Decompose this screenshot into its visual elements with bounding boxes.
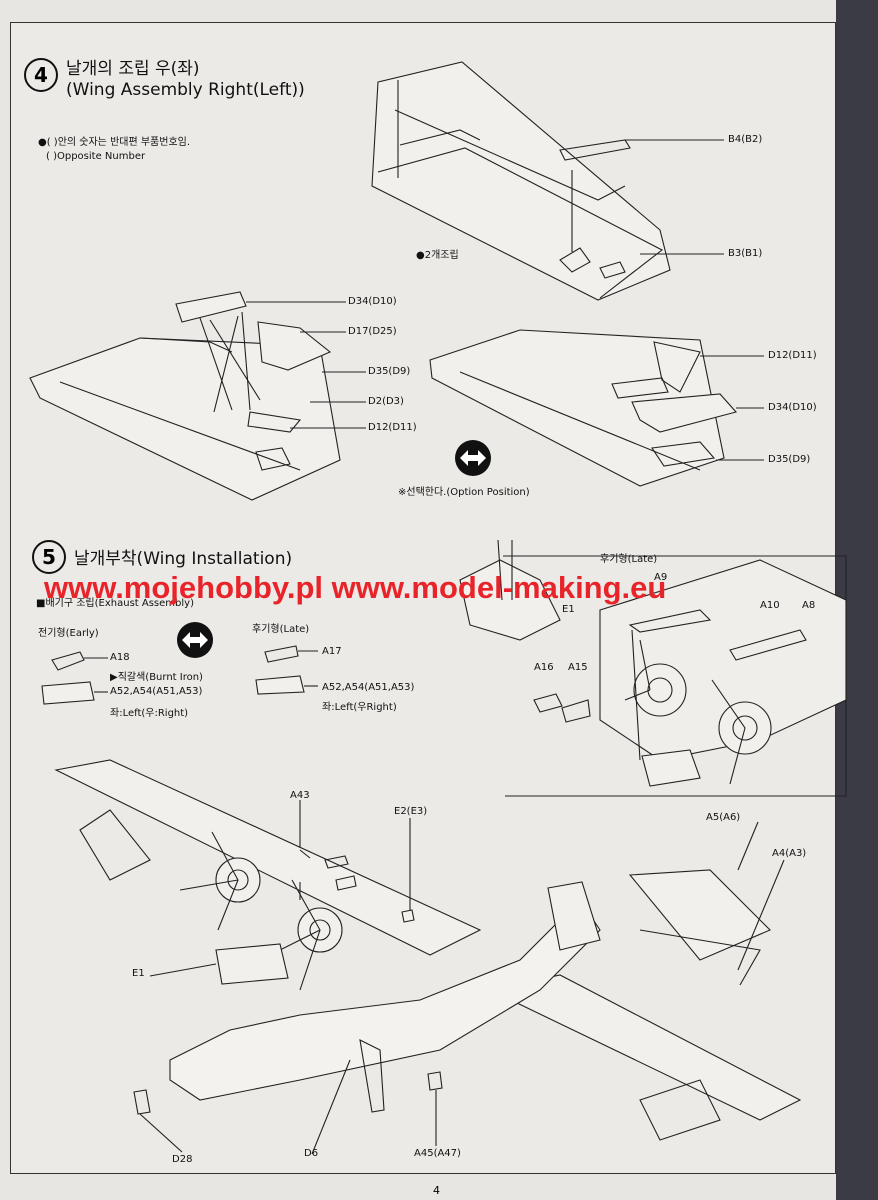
part-label-d35-left: D35(D9) [368,366,411,377]
part-label-b3: B3(B1) [728,248,763,259]
part-label-d17: D17(D25) [348,326,397,337]
inset-part-a10: A10 [760,600,780,611]
left-right-note-early: 좌:Left(우:Right) [110,708,189,719]
step-4-title-korean: 날개의 조립 우(좌) [66,59,200,79]
part-label-d34-right: D34(D10) [768,402,817,413]
inset-late-label: 후기형(Late) [600,554,658,565]
step-4-note-english: ( )Opposite Number [46,151,146,162]
watermark: www.mojehobby.pl www.model-making.eu [44,570,667,605]
step-5-title: 날개부착(Wing Installation) [74,549,293,569]
part-label-a45: A45(A47) [414,1148,461,1159]
left-right-note-late: 좌:Left(우Right) [322,702,397,713]
part-label-d6: D6 [304,1148,319,1159]
part-label-e1-main: E1 [132,968,145,979]
paint-note-burnt-iron: ▶직갈색(Burnt Iron) [110,672,203,683]
inset-part-a16: A16 [534,662,554,673]
part-label-d12-left: D12(D11) [368,422,417,433]
inset-part-a8: A8 [802,600,816,611]
late-type-label: 후기형(Late) [252,624,310,635]
assembly-count-note: ●2개조립 [416,250,459,261]
part-label-d35-right: D35(D9) [768,454,811,465]
part-label-d2: D2(D3) [368,396,404,407]
inset-part-e1: E1 [562,604,575,615]
exhaust-assembly-subtitle: ■배기구 조립(Exhaust Assembly) [36,598,194,609]
part-label-a4: A4(A3) [772,848,807,859]
part-label-a18: A18 [110,652,130,663]
step-4-title-english: (Wing Assembly Right(Left)) [66,80,305,100]
step-5-number: 5 [32,540,66,574]
page-number: 4 [433,1184,440,1197]
part-label-b4: B4(B2) [728,134,763,145]
early-type-label: 전기형(Early) [38,628,99,639]
inset-part-a9: A9 [654,572,668,583]
part-label-a17: A17 [322,646,342,657]
part-label-a5: A5(A6) [706,812,741,823]
inset-part-a15: A15 [568,662,588,673]
part-label-d28: D28 [172,1154,193,1165]
part-label-d12-right: D12(D11) [768,350,817,361]
step-4-number: 4 [24,58,58,92]
part-label-d34-left: D34(D10) [348,296,397,307]
part-label-a52-early: A52,A54(A51,A53) [110,686,203,697]
part-label-e2: E2(E3) [394,806,428,817]
step-4-note-korean: ●( )안의 숫자는 반대편 부품번호임. [38,137,191,148]
part-label-a52-late: A52,A54(A51,A53) [322,682,415,693]
part-label-a43: A43 [290,790,310,801]
option-position-label: ※선택한다.(Option Position) [398,487,530,498]
